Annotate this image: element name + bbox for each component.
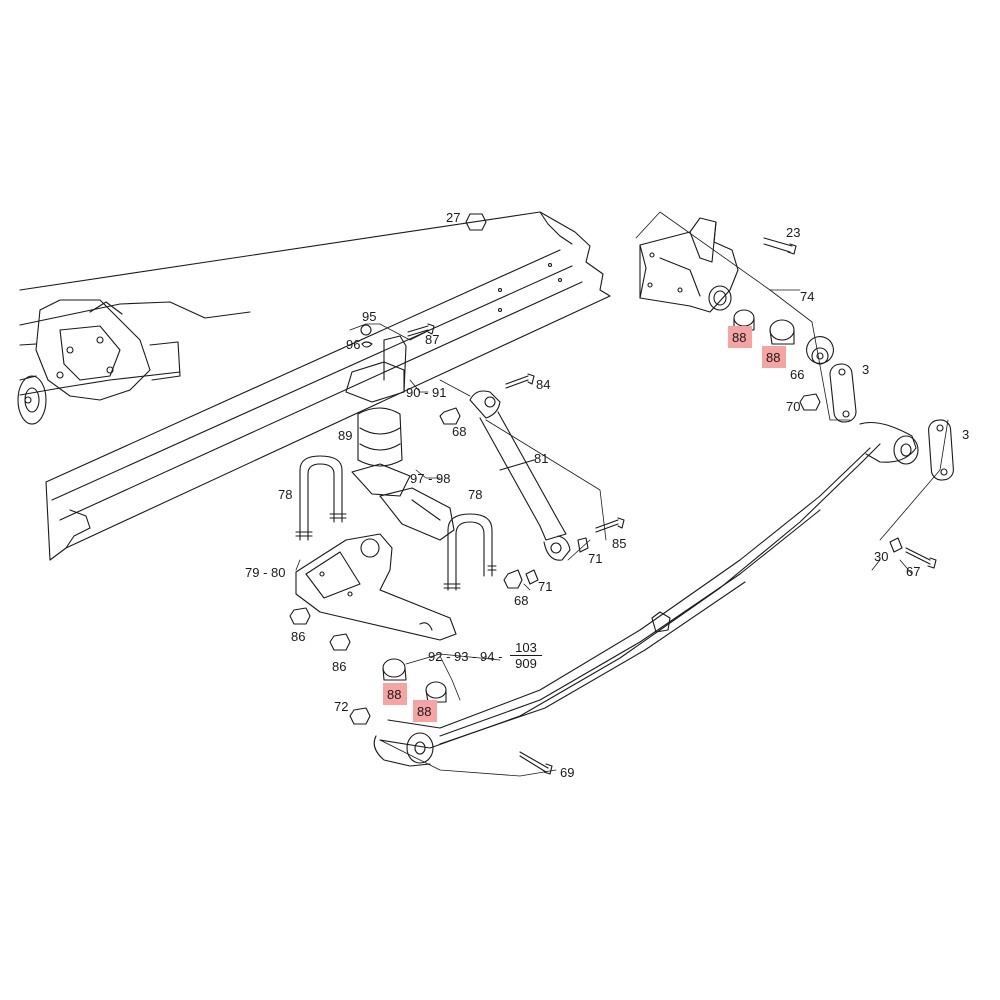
callout-68-lower: 68 [514, 593, 529, 608]
bushing-set-lower [382, 658, 447, 703]
spring-seat-pad [379, 487, 455, 541]
callout-66: 66 [790, 367, 805, 382]
callout-90-91: 90 - 91 [406, 385, 447, 400]
axle-housing [17, 299, 251, 425]
fraction-bar [510, 655, 542, 656]
callout-85: 85 [612, 536, 627, 551]
highlight-88-a [728, 326, 752, 348]
callout-30: 30 [874, 549, 889, 564]
shock-absorber [469, 390, 571, 561]
shackle-plate-b [928, 419, 954, 481]
u-bolt-right [443, 513, 497, 591]
callout-103: 103 [515, 640, 537, 655]
callout-96: 96 [346, 337, 361, 352]
callout-68-upper: 68 [452, 424, 467, 439]
callout-3-lower: 3 [962, 427, 970, 442]
leaf-spring [373, 421, 919, 767]
highlight-88-b [762, 346, 786, 368]
shackle-plate-a [829, 363, 857, 423]
callout-23: 23 [786, 225, 801, 240]
callout-88-upper-a: 88 [732, 330, 747, 345]
callout-909: 909 [515, 656, 537, 671]
u-bolt-left [295, 455, 347, 541]
callout-89: 89 [338, 428, 353, 443]
callout-78-left: 78 [278, 487, 293, 502]
callout-88-upper-b: 88 [766, 350, 781, 365]
callout-88-lower-a: 88 [387, 687, 402, 702]
callout-69: 69 [560, 765, 575, 780]
frame-rail [19, 211, 611, 561]
callout-92-93-94: 92 - 93 - 94 - [428, 649, 503, 664]
highlight-88-d [413, 700, 437, 722]
callout-84: 84 [536, 377, 551, 392]
callout-103-909: 103 909 [510, 641, 542, 670]
callout-97-98: 97 - 98 [410, 471, 451, 486]
callout-67: 67 [906, 564, 921, 579]
callout-71-right: 71 [588, 551, 603, 566]
callout-88-lower-b: 88 [417, 704, 432, 719]
callout-70: 70 [786, 399, 801, 414]
callout-3-upper: 3 [862, 362, 870, 377]
bump-stop-bracket [345, 324, 411, 497]
spring-hanger-bracket [639, 217, 739, 313]
callout-86-left: 86 [291, 629, 306, 644]
leader-lines [295, 211, 949, 777]
callout-27: 27 [446, 210, 461, 225]
callout-86-right: 86 [332, 659, 347, 674]
callout-71-left: 71 [538, 579, 553, 594]
axle-mount-plate [295, 533, 457, 641]
callout-79-80: 79 - 80 [245, 565, 286, 580]
callout-74: 74 [800, 289, 815, 304]
callout-81: 81 [534, 451, 549, 466]
callout-95: 95 [362, 309, 377, 324]
callout-78-right: 78 [468, 487, 483, 502]
callout-87: 87 [425, 332, 440, 347]
callout-72: 72 [334, 699, 349, 714]
highlight-88-c [383, 683, 407, 705]
fasteners [289, 213, 937, 775]
